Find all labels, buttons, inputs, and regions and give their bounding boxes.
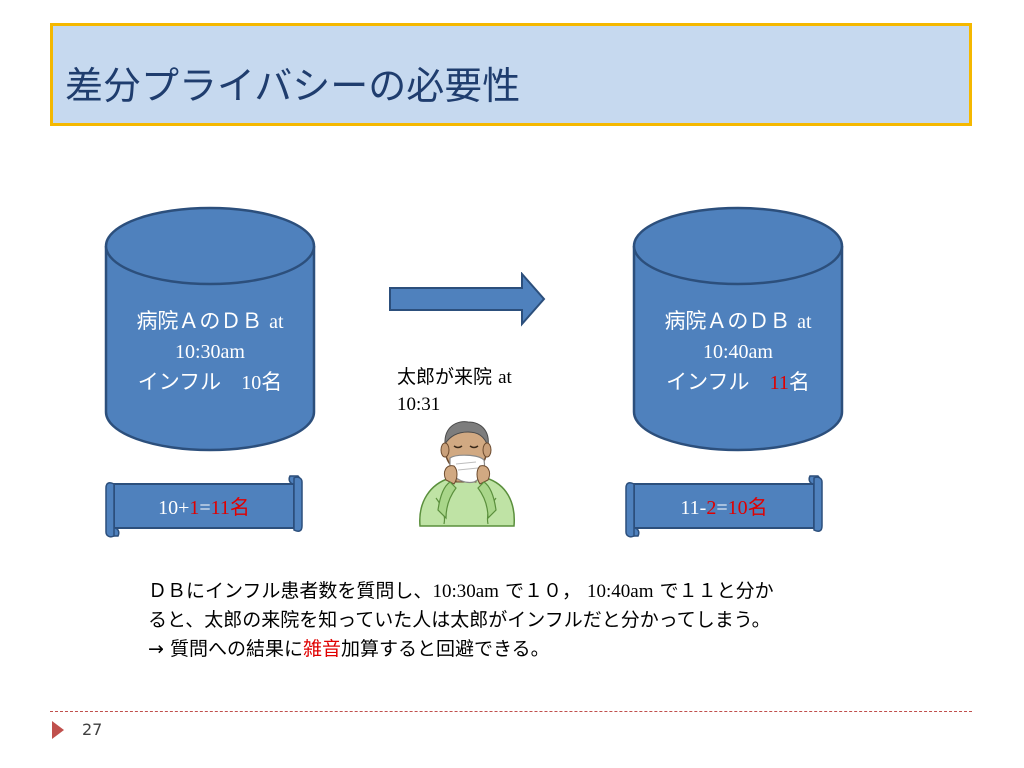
db-right-flu: インフル — [666, 370, 750, 394]
sneezing-man-icon — [419, 421, 515, 527]
scroll-right-result: 10 — [727, 497, 748, 519]
explanation-l1-e: で１１と分か — [653, 580, 774, 602]
scroll-left-eq: = — [199, 497, 211, 519]
db-left-unit: 名 — [261, 370, 283, 394]
db-right-count: 11 — [769, 372, 789, 394]
db-right-unit: 名 — [788, 370, 810, 394]
db-right-time: 10:40am — [703, 341, 773, 363]
explanation-line-2: ると、太郎の来院を知っていた人は太郎がインフルだと分かってしまう。 — [148, 609, 771, 631]
page-number: 27 — [82, 720, 103, 739]
db-left-cylinder-icon — [104, 206, 316, 452]
explanation-l3-a: → 質問への結果に — [148, 638, 303, 660]
scroll-left-base: 10+ — [158, 497, 190, 519]
scroll-right-eq: = — [716, 497, 728, 519]
scroll-right-noise: 2 — [706, 497, 717, 519]
db-right-label: 病院ＡのＤＢ at 10:40am インフル 11名 — [638, 306, 838, 398]
db-left-count: 10 — [241, 372, 262, 394]
explanation-l1-time2: 10:40am — [587, 581, 654, 602]
footer-divider — [50, 711, 972, 712]
scroll-left-noise: 1 — [189, 497, 200, 519]
slide-title: 差分プライバシーの必要性 — [65, 64, 521, 108]
footer-triangle-icon — [52, 721, 64, 739]
db-left-label: 病院ＡのＤＢ at 10:30am インフル 10名 — [110, 306, 310, 398]
title-box: 差分プライバシーの必要性 — [50, 23, 972, 126]
scroll-right-label: 11-2=10名 — [634, 494, 814, 521]
visit-label-jp: 太郎が来院 — [397, 366, 493, 388]
explanation-l1-c: で１０， — [498, 580, 581, 602]
scroll-left-result: 11 — [210, 497, 230, 519]
db-right-name: 病院ＡのＤＢ — [664, 309, 791, 333]
explanation-noise-word: 雑音 — [302, 638, 341, 660]
explanation-line-1: ＤＢにインフル患者数を質問し、10:30am で１０， 10:40am で１１と… — [148, 577, 928, 606]
explanation-line-3: → 質問への結果に雑音加算すると回避できる。 — [148, 635, 928, 664]
scroll-left-unit: 名 — [229, 495, 250, 519]
visit-time: 10:31 — [397, 394, 441, 415]
explanation-l1-a: ＤＢにインフル患者数を質問し、 — [148, 580, 433, 602]
scroll-left-label: 10+1=11名 — [114, 494, 294, 521]
scroll-right-base: 11- — [680, 497, 707, 519]
explanation-l1-time1: 10:30am — [432, 581, 499, 602]
right-arrow-icon — [389, 272, 546, 327]
explanation-l3-b: 加算すると回避できる。 — [340, 638, 550, 660]
scroll-left-banner-icon — [105, 475, 303, 538]
db-right-cylinder-icon — [632, 206, 844, 452]
db-left-name: 病院ＡのＤＢ — [136, 309, 263, 333]
db-right-at: at — [797, 311, 812, 333]
scroll-right-banner-icon — [625, 475, 823, 538]
db-left-time: 10:30am — [175, 341, 245, 363]
visit-label: 太郎が来院 at 10:31 — [397, 364, 512, 418]
explanation-text: ＤＢにインフル患者数を質問し、10:30am で１０， 10:40am で１１と… — [148, 577, 928, 664]
visit-at: at — [498, 367, 512, 388]
scroll-right-unit: 名 — [747, 495, 768, 519]
db-left-flu: インフル — [137, 370, 222, 394]
db-left-at: at — [269, 311, 284, 333]
